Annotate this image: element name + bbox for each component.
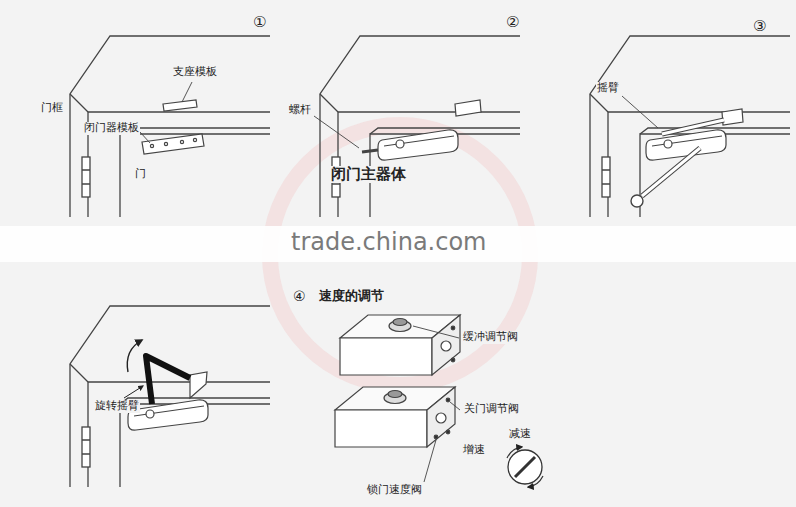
- part-label: 旋转摇臂: [94, 400, 140, 413]
- leader-lines: [413, 326, 460, 482]
- leader-lines: [140, 82, 192, 143]
- part-label: 闭门主器体: [330, 166, 407, 183]
- part-label: 支座模板: [172, 66, 218, 79]
- valve-label: 缓冲调节阀: [462, 331, 519, 344]
- closer-body: [128, 400, 208, 430]
- templates: [142, 100, 204, 154]
- valve-label: 关门调节阀: [463, 403, 520, 416]
- watermark: trade.china.com: [290, 229, 488, 257]
- part-label: 摇臂: [596, 82, 620, 95]
- part-label: 螺杆: [288, 104, 312, 117]
- closer-body: [646, 130, 726, 160]
- part-label: 门: [134, 168, 147, 181]
- section-heading: 速度的调节: [318, 289, 385, 304]
- direction-label: 减速: [508, 428, 532, 441]
- callout-number: ③: [752, 18, 767, 35]
- door-frame: [590, 36, 790, 217]
- rotating-arm: [124, 340, 207, 404]
- door-frame: [70, 36, 270, 217]
- adjust-screw-symbol: [507, 447, 543, 487]
- callout-number: ①: [252, 14, 267, 31]
- callout-number: ②: [505, 14, 520, 31]
- bracket-and-rod: [314, 100, 481, 152]
- part-label: 门框: [40, 102, 64, 115]
- direction-label: 增速: [462, 444, 486, 457]
- part-label: 闭门器模板: [83, 122, 140, 135]
- panel-four: [70, 306, 270, 487]
- callout-number: ④: [292, 288, 307, 304]
- closer-arms: [622, 96, 743, 207]
- watermark-band: [0, 226, 796, 262]
- closer-end-views: [335, 315, 460, 447]
- door-frame: [320, 36, 520, 217]
- closer-body: [378, 130, 458, 160]
- valve-label: 锁门速度阀: [366, 484, 423, 497]
